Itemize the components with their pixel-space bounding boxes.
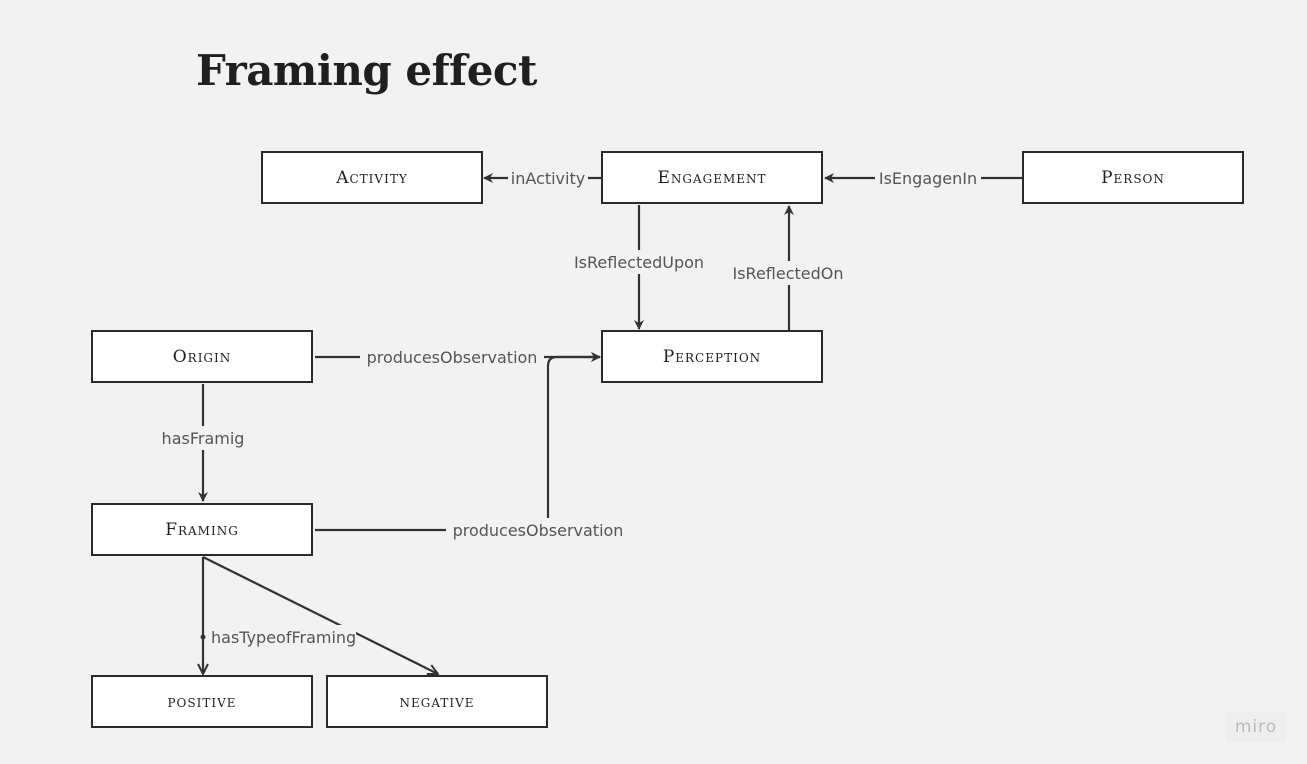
node-negative[interactable]: negative — [326, 675, 548, 728]
edge-is-engagen-in: IsEngagenIn — [824, 166, 1022, 190]
edge-label-is-engagen-in: IsEngagenIn — [879, 169, 977, 188]
node-perception[interactable]: Perception — [601, 330, 823, 383]
edge-has-type-of-framing: hasTypeofFraming — [201, 556, 439, 674]
edge-is-reflected-upon: IsReflectedUpon — [570, 205, 708, 330]
diagram-title: Framing effect — [196, 46, 537, 95]
node-person[interactable]: Person — [1022, 151, 1244, 204]
edge-has-framig: hasFramig — [156, 384, 250, 502]
miro-watermark: miro — [1226, 712, 1286, 742]
node-origin[interactable]: Origin — [91, 330, 313, 383]
node-engagement[interactable]: Engagement — [601, 151, 823, 204]
edge-label-has-type-of-framing: hasTypeofFraming — [211, 628, 356, 647]
edge-is-reflected-on: IsReflectedOn — [729, 205, 847, 330]
edge-label-produces-observation-origin: producesObservation — [367, 348, 538, 367]
node-positive[interactable]: positive — [91, 675, 313, 728]
edge-label-produces-observation-framing: producesObservation — [453, 521, 624, 540]
node-framing[interactable]: Framing — [91, 503, 313, 556]
edge-label-is-reflected-on: IsReflectedOn — [732, 264, 843, 283]
edge-label-is-reflected-upon: IsReflectedUpon — [574, 253, 704, 272]
edge-label-in-activity: inActivity — [511, 169, 585, 188]
node-activity[interactable]: Activity — [261, 151, 483, 204]
edge-label-has-framig: hasFramig — [162, 429, 245, 448]
edge-in-activity: inActivity — [483, 166, 602, 190]
edge-produces-observation-framing: producesObservation — [315, 352, 630, 542]
edge-produces-observation-origin: producesObservation — [315, 345, 601, 369]
